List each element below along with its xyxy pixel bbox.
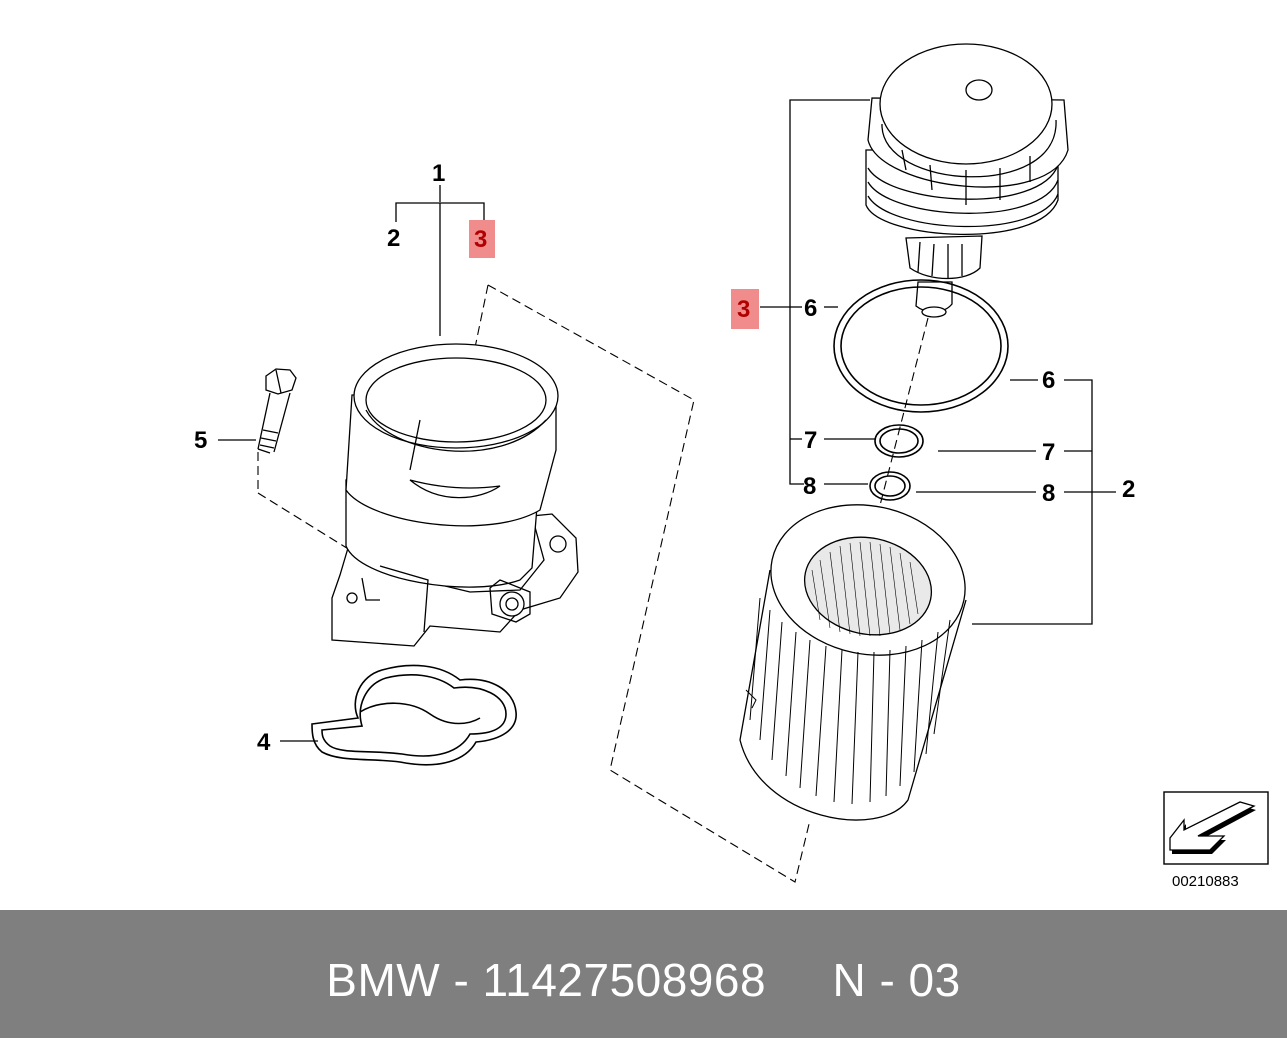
callout-7-right: 7	[1042, 439, 1055, 466]
callout-leaders	[218, 99, 1116, 742]
callout-5: 5	[194, 427, 207, 454]
view-direction-icon	[1163, 791, 1269, 865]
footer-bar: BMW - 11427508968 N - 03	[0, 910, 1287, 1038]
callout-4: 4	[257, 729, 271, 756]
callout-6-left: 6	[804, 295, 817, 322]
callout-1: 1	[432, 160, 445, 187]
parts-diagram: 1 2 3 5 4 3 6 7 8 6 7 8 2 00210883	[194, 43, 1269, 890]
callout-3-right: 3	[737, 296, 750, 323]
gasket-part-4	[311, 664, 517, 766]
callout-2-right: 2	[1122, 476, 1135, 503]
bolt-part-5	[257, 368, 297, 454]
filter-element-part-2	[739, 504, 967, 821]
footer-caption: BMW - 11427508968 N - 03	[326, 954, 961, 1006]
callout-6-right: 6	[1042, 367, 1055, 394]
callout-2-left: 2	[387, 225, 400, 252]
callout-8-left: 8	[803, 473, 816, 500]
callout-7-left: 7	[804, 427, 817, 454]
filter-cap	[865, 43, 1069, 318]
o-ring-part-6	[833, 279, 1009, 413]
highlight-box-left	[469, 220, 495, 258]
o-ring-part-8	[869, 471, 911, 501]
diagram-code: 00210883	[1172, 873, 1239, 890]
o-ring-part-7	[874, 424, 924, 458]
filter-housing-part-1	[331, 343, 579, 647]
callout-8-right: 8	[1042, 480, 1055, 507]
highlight-box-right	[731, 289, 759, 329]
callout-3-left: 3	[474, 226, 487, 253]
